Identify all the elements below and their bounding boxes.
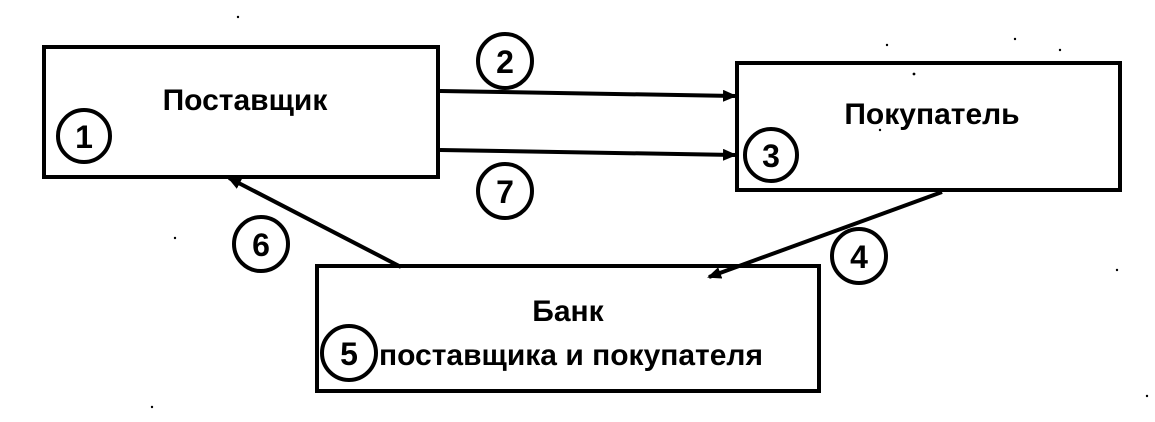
buyer-number: 3 — [762, 138, 780, 174]
flow-7-number: 7 — [496, 174, 514, 210]
buyer-box — [735, 61, 1122, 192]
supplier-label: Поставщик — [163, 84, 329, 117]
bank-node: Банк поставщика и покупателя 5 — [315, 264, 821, 393]
supplier-number: 1 — [75, 119, 93, 155]
supplier-number-circle — [56, 108, 112, 164]
flow-2: 2 — [439, 32, 737, 102]
supplier-node: Поставщик 1 — [42, 45, 440, 179]
flow-4: 4 — [707, 190, 943, 285]
flow-2-circle — [476, 32, 534, 90]
flow-4-arrow — [707, 190, 943, 279]
supplier-box — [42, 45, 440, 179]
flow-7-circle — [476, 162, 534, 220]
buyer-label: Покупатель — [844, 98, 1019, 131]
scan-specks — [150, 15, 1149, 409]
bank-number-circle — [320, 324, 378, 382]
bank-label-line1: Банк — [532, 295, 604, 328]
buyer-node: Покупатель 3 — [735, 61, 1122, 192]
bank-label-line2: поставщика и покупателя — [379, 339, 763, 372]
bank-number: 5 — [340, 336, 358, 372]
flow-4-number: 4 — [850, 239, 868, 275]
flow-6-arrow — [227, 176, 402, 269]
flow-2-number: 2 — [496, 44, 514, 80]
bank-box — [315, 264, 821, 393]
flow-6: 6 — [227, 176, 402, 273]
flow-6-number: 6 — [252, 227, 270, 263]
flow-2-arrow — [439, 89, 737, 102]
buyer-number-circle — [743, 127, 799, 183]
flow-4-circle — [830, 227, 888, 285]
flow-7: 7 — [439, 148, 737, 220]
flow-7-arrow — [439, 148, 737, 161]
flow-6-circle — [232, 215, 290, 273]
